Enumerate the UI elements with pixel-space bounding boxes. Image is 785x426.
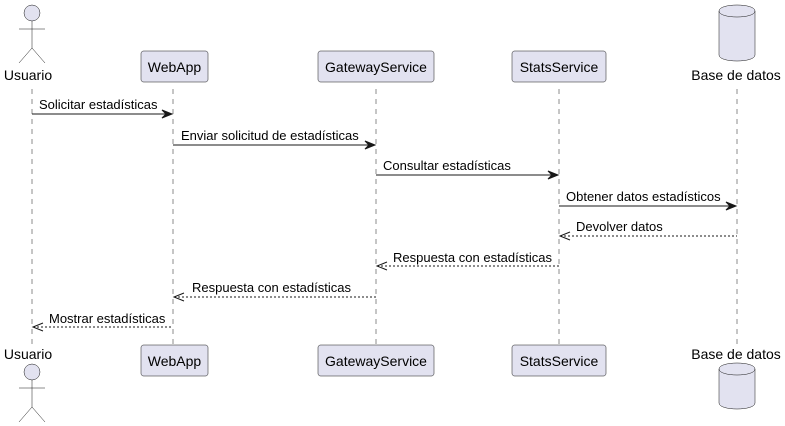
participant-label-usuario-bottom: Usuario [4,346,52,362]
participant-label-stats-top: StatsService [520,59,599,75]
participant-box [317,344,435,377]
database-cylinder-icon [718,362,756,410]
message-label: Respuesta con estadísticas [192,280,351,295]
participant-box [511,50,607,83]
participant-label-db-bottom: Base de datos [691,346,781,362]
participant-box [317,50,435,83]
participant-label-stats-bottom: StatsService [520,353,599,369]
message-label: Solicitar estadísticas [39,97,158,112]
message-label: Devolver datos [576,219,663,234]
message-2: Enviar solicitud de estadísticas [173,128,377,150]
message-7: Respuesta con estadísticas [172,280,376,302]
message-8: Mostrar estadísticas [31,311,173,332]
message-label: Mostrar estadísticas [49,311,166,326]
arrow-head-icon [547,170,560,180]
actor-leg-right-icon [31,406,46,423]
database-bottom: Base de datos [691,346,781,410]
arrow-head-icon [725,201,738,211]
actor-leg-left-icon [18,47,33,64]
database-top: Base de datos [691,4,781,83]
arrow-head-icon [375,261,388,271]
database-cylinder-icon [718,4,756,62]
actor-head-icon [23,363,41,381]
participant-stats-top: StatsService [511,50,607,83]
participant-gateway-bottom: GatewayService [317,344,435,377]
message-label: Consultar estadísticas [383,158,511,173]
message-1: Solicitar estadísticas [32,97,174,119]
actor-usuario-bottom: Usuario [4,346,52,423]
actor-leg-left-icon [18,406,33,423]
actor-usuario-top: Usuario [4,4,52,83]
participant-webapp-top: WebApp [140,50,209,83]
participant-webapp-bottom: WebApp [140,344,209,377]
message-3: Consultar estadísticas [376,158,560,180]
message-5: Devolver datos [558,219,737,241]
participant-label-gateway-top: GatewayService [325,59,427,75]
arrow-head-icon [558,231,571,241]
participant-box [140,344,209,377]
message-label: Obtener datos estadísticos [566,189,721,204]
participant-box [511,344,607,377]
participant-label-webapp-top: WebApp [148,59,202,75]
arrow-head-icon [31,322,44,332]
participant-label-db-top: Base de datos [691,67,781,83]
actor-head-icon [23,4,41,22]
message-6: Respuesta con estadísticas [375,250,559,271]
actor-leg-right-icon [31,47,46,64]
participant-label-usuario-top: Usuario [4,67,52,83]
participant-label-webapp-bottom: WebApp [148,353,202,369]
message-4: Obtener datos estadísticos [559,189,738,211]
participant-gateway-top: GatewayService [317,50,435,83]
participant-label-gateway-bottom: GatewayService [325,353,427,369]
message-label: Enviar solicitud de estadísticas [181,128,359,143]
participant-stats-bottom: StatsService [511,344,607,377]
arrow-head-icon [364,140,377,150]
message-label: Respuesta con estadísticas [393,250,552,265]
arrow-head-icon [161,109,174,119]
participant-box [140,50,209,83]
arrow-head-icon [172,292,185,302]
